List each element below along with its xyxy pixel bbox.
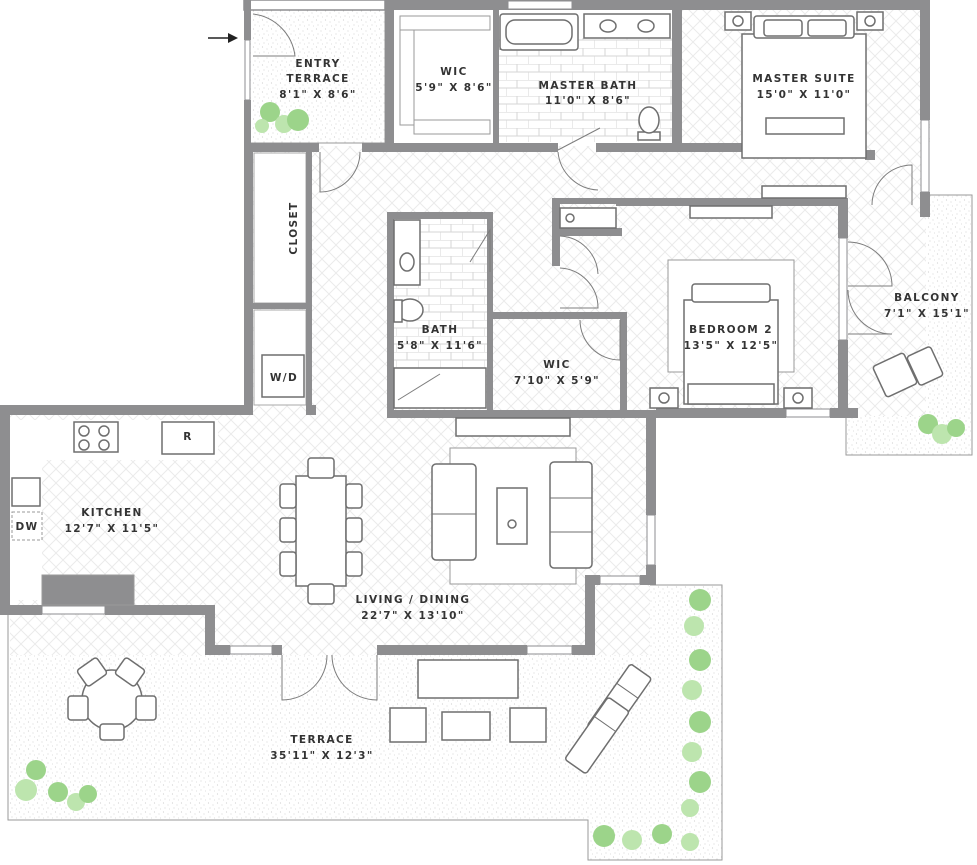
entry-terrace-label-2: TERRACE [286,73,349,85]
room-labels: ENTRY TERRACE 8'1" X 8'6" WIC 5'9" X 8'6… [15,58,970,762]
master-suite-dims: 15'0" X 11'0" [757,89,852,101]
master-bath-fixtures [499,13,671,141]
bathroom-2-fixtures [393,207,617,409]
terrace-dims: 35'11" X 12'3" [270,750,374,762]
balcony-dims: 7'1" X 15'1" [884,308,970,320]
master-bath-dims: 11'0" X 8'6" [545,95,631,107]
balcony-label: BALCONY [894,292,960,304]
toilet-icon [638,106,660,134]
chair-icon [509,707,547,743]
kitchen-label: KITCHEN [81,507,142,519]
sofa-icon [417,659,519,699]
master-bed [724,11,884,199]
lounge-chair-icon [565,697,630,774]
kitchen-fixtures [11,421,215,541]
sink-icon [11,477,41,507]
wic-master-dims: 5'9" X 8'6" [415,82,492,94]
planter-icon [15,102,965,851]
walls [0,0,930,655]
sink-icon [399,252,415,272]
sink-icon [637,19,655,33]
wic-master-label: WIC [440,66,467,78]
bath-label: BATH [422,324,459,336]
wic-master-shelves [399,15,491,135]
wd-label: W/D [270,372,298,384]
kitchen-dims: 12'7" X 11'5" [65,523,160,535]
sofa-icon [431,463,477,561]
entry-terrace-label: ENTRY [295,58,340,70]
bedroom-2-dims: 13'5" X 12'5" [684,340,779,352]
closet-label: CLOSET [288,201,300,254]
bedroom-2-label: BEDROOM 2 [689,324,773,336]
terrace-label: TERRACE [290,734,353,746]
doors [252,13,913,701]
dishwasher-label: DW [15,521,38,533]
terrace-furniture [67,657,652,774]
bath-dims: 5'8" X 11'6" [397,340,483,352]
chair-icon [906,346,944,386]
balcony-furniture [872,346,944,398]
chair-icon [389,707,427,743]
entry-arrow-icon [208,33,238,43]
wic-bedroom-label: WIC [543,359,570,371]
windows [41,0,930,655]
sink-icon [599,19,617,33]
chair-icon [872,352,918,398]
entry-terrace-dims: 8'1" X 8'6" [279,89,356,101]
living-dining-dims: 22'7" X 13'10" [361,610,465,622]
wic-bedroom-dims: 7'10" X 5'9" [514,375,600,387]
living-dining-label: LIVING / DINING [356,594,471,606]
master-suite-label: MASTER SUITE [752,73,855,85]
master-bath-label: MASTER BATH [539,80,638,92]
refrigerator-label: R [183,431,193,443]
shower-icon [393,367,487,409]
bedroom-2-furniture [649,205,813,409]
sofa-icon [549,461,593,569]
wd-unit [261,354,305,398]
living-set [431,417,593,585]
dining-set [279,457,363,605]
